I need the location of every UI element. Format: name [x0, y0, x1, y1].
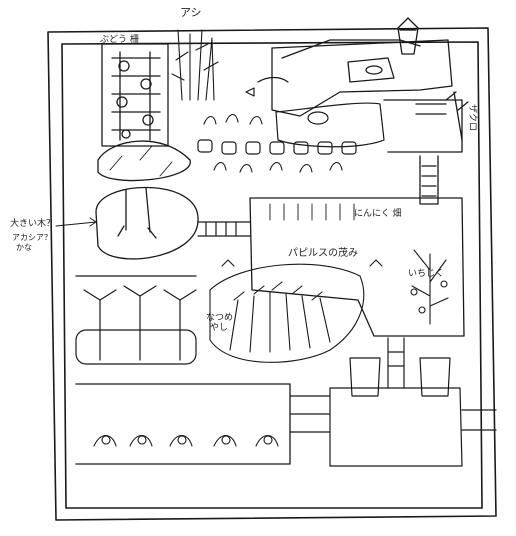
water-channel: [75, 275, 331, 465]
right-terrace: [383, 91, 469, 205]
fig-tree: [410, 249, 449, 325]
reeds: [171, 29, 219, 101]
fig-label: いちじく: [408, 268, 444, 279]
bridge: [197, 221, 251, 237]
garden-outer-wall: [47, 27, 497, 521]
big-tree-label: 大きい木？: [10, 217, 55, 229]
papyrus-label: パピルスの茂み: [288, 246, 358, 259]
grape-trellis: [101, 43, 169, 147]
dates-label: なつめやし: [206, 312, 233, 333]
stepping-stones: [197, 139, 357, 155]
budou-label: ぶどう 柵: [100, 33, 139, 45]
garlic-label: にんにく 畑: [354, 207, 402, 219]
lower-lotus-row: [93, 434, 279, 447]
date-palms: [75, 285, 197, 365]
labels: アシ ぶどう 柵 大きい木？ アカシア？かな パピルスの茂み なつめやし にんに…: [10, 6, 478, 333]
big-tree: [95, 140, 199, 260]
garlic-field: [249, 197, 465, 337]
pomegranate-label: ザクロ: [467, 104, 478, 131]
big-tree-note: アカシア？かな: [12, 233, 52, 252]
bird-icon: [221, 259, 383, 267]
planter-pots: [329, 337, 497, 467]
pond: [245, 76, 385, 148]
tree-label-arrow: [55, 217, 97, 227]
ashi-label: アシ: [180, 6, 202, 19]
lotus-plants: [203, 113, 343, 173]
papyrus-bush: [209, 263, 365, 363]
pavilion: [271, 17, 453, 117]
